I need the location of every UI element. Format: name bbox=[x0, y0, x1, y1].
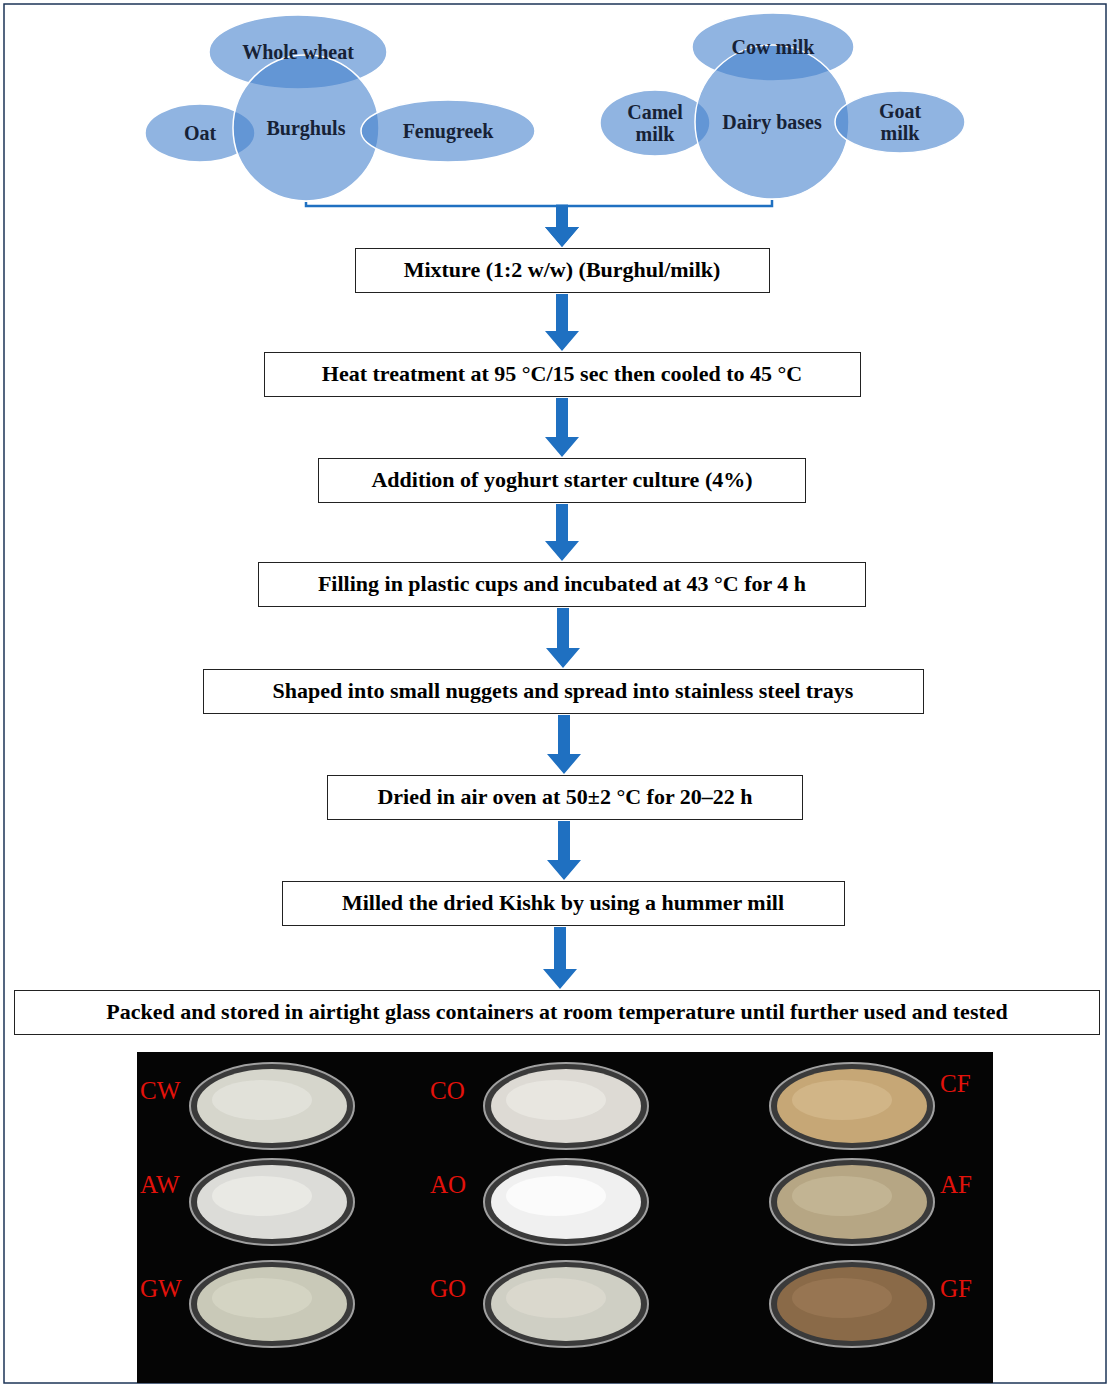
arrow-shape bbox=[546, 608, 580, 668]
ingredient-text: Burghuls bbox=[267, 117, 346, 139]
process-box: Heat treatment at 95 °C/15 sec then cool… bbox=[264, 352, 861, 397]
arrow-shape bbox=[547, 715, 581, 774]
ingredient-text: Oat bbox=[184, 122, 216, 144]
process-text: Filling in plastic cups and incubated at… bbox=[318, 572, 806, 596]
petri-dish bbox=[484, 1159, 648, 1245]
process-box: Milled the dried Kishk by using a hummer… bbox=[282, 881, 845, 926]
ingredient-ellipse: Fenugreek bbox=[360, 99, 536, 163]
ellipse-fill bbox=[233, 55, 379, 201]
arrow-shape bbox=[545, 294, 579, 351]
petri-dish bbox=[190, 1159, 354, 1245]
arrow-shape bbox=[545, 205, 579, 247]
arrow-shape bbox=[545, 205, 579, 247]
flow-arrow bbox=[547, 715, 581, 774]
ellipse-fill bbox=[361, 100, 535, 162]
ingredient-text: Camel milk bbox=[620, 101, 690, 145]
ingredient-ellipse: Burghuls bbox=[232, 54, 380, 202]
ellipse-fill bbox=[600, 90, 710, 156]
process-text: Packed and stored in airtight glass cont… bbox=[106, 1000, 1008, 1024]
flow-arrow bbox=[546, 608, 580, 668]
flow-arrow bbox=[545, 504, 579, 561]
arrow-shape bbox=[545, 504, 579, 561]
arrow-shape bbox=[545, 398, 579, 457]
ingredient-ellipse: Camel milk bbox=[599, 89, 711, 157]
process-text: Milled the dried Kishk by using a hummer… bbox=[342, 891, 784, 915]
ingredient-text: Fenugreek bbox=[403, 120, 494, 142]
ellipse-fill bbox=[695, 45, 849, 199]
sample-code: AF bbox=[940, 1172, 972, 1197]
process-box: Addition of yoghurt starter culture (4%) bbox=[318, 458, 806, 503]
sample-code: AO bbox=[430, 1172, 466, 1197]
sample-code: GW bbox=[140, 1276, 182, 1301]
process-text: Heat treatment at 95 °C/15 sec then cool… bbox=[322, 362, 802, 386]
kishk-photo bbox=[137, 1052, 993, 1383]
process-box: Filling in plastic cups and incubated at… bbox=[258, 562, 866, 607]
flow-arrow bbox=[545, 200, 772, 247]
process-text: Dried in air oven at 50±2 °C for 20–22 h bbox=[377, 785, 752, 809]
ingredient-ellipse: Goat milk bbox=[834, 90, 966, 154]
flow-arrow bbox=[547, 821, 581, 880]
sample-code: GF bbox=[940, 1276, 972, 1301]
petri-dish bbox=[190, 1063, 354, 1149]
flow-arrow bbox=[543, 927, 577, 989]
petri-dish bbox=[770, 1261, 934, 1347]
ingredient-text: Whole wheat bbox=[242, 41, 354, 63]
process-text: Shaped into small nuggets and spread int… bbox=[273, 679, 854, 703]
petri-dish bbox=[484, 1261, 648, 1347]
petri-dish bbox=[484, 1063, 648, 1149]
sample-code: CO bbox=[430, 1078, 465, 1103]
arrow-shape bbox=[547, 821, 581, 880]
ingredient-text: Cow milk bbox=[732, 36, 815, 58]
ingredient-text: Goat milk bbox=[868, 100, 932, 144]
petri-dish bbox=[190, 1261, 354, 1347]
ingredient-text: Dairy bases bbox=[722, 111, 821, 133]
branch-line bbox=[562, 200, 772, 206]
sample-code: CW bbox=[140, 1078, 180, 1103]
ingredient-ellipse: Dairy bases bbox=[694, 44, 850, 200]
sample-code: GO bbox=[430, 1276, 466, 1301]
process-box: Shaped into small nuggets and spread int… bbox=[203, 669, 924, 714]
sample-code: CF bbox=[940, 1071, 971, 1096]
petri-dish bbox=[770, 1159, 934, 1245]
process-text: Addition of yoghurt starter culture (4%) bbox=[371, 468, 752, 492]
flow-arrow bbox=[306, 202, 579, 247]
photo-background bbox=[137, 1052, 993, 1383]
petri-dish bbox=[770, 1063, 934, 1149]
ellipse-fill bbox=[835, 91, 965, 153]
flow-arrow bbox=[545, 294, 579, 351]
figure-frame bbox=[4, 4, 1106, 1383]
branch-line bbox=[306, 202, 562, 206]
process-box: Packed and stored in airtight glass cont… bbox=[14, 990, 1100, 1035]
process-box: Dried in air oven at 50±2 °C for 20–22 h bbox=[327, 775, 803, 820]
process-box: Mixture (1:2 w/w) (Burghul/milk) bbox=[355, 248, 770, 293]
sample-code: AW bbox=[140, 1172, 180, 1197]
flow-arrow bbox=[545, 398, 579, 457]
process-text: Mixture (1:2 w/w) (Burghul/milk) bbox=[404, 258, 721, 282]
arrow-shape bbox=[543, 927, 577, 989]
